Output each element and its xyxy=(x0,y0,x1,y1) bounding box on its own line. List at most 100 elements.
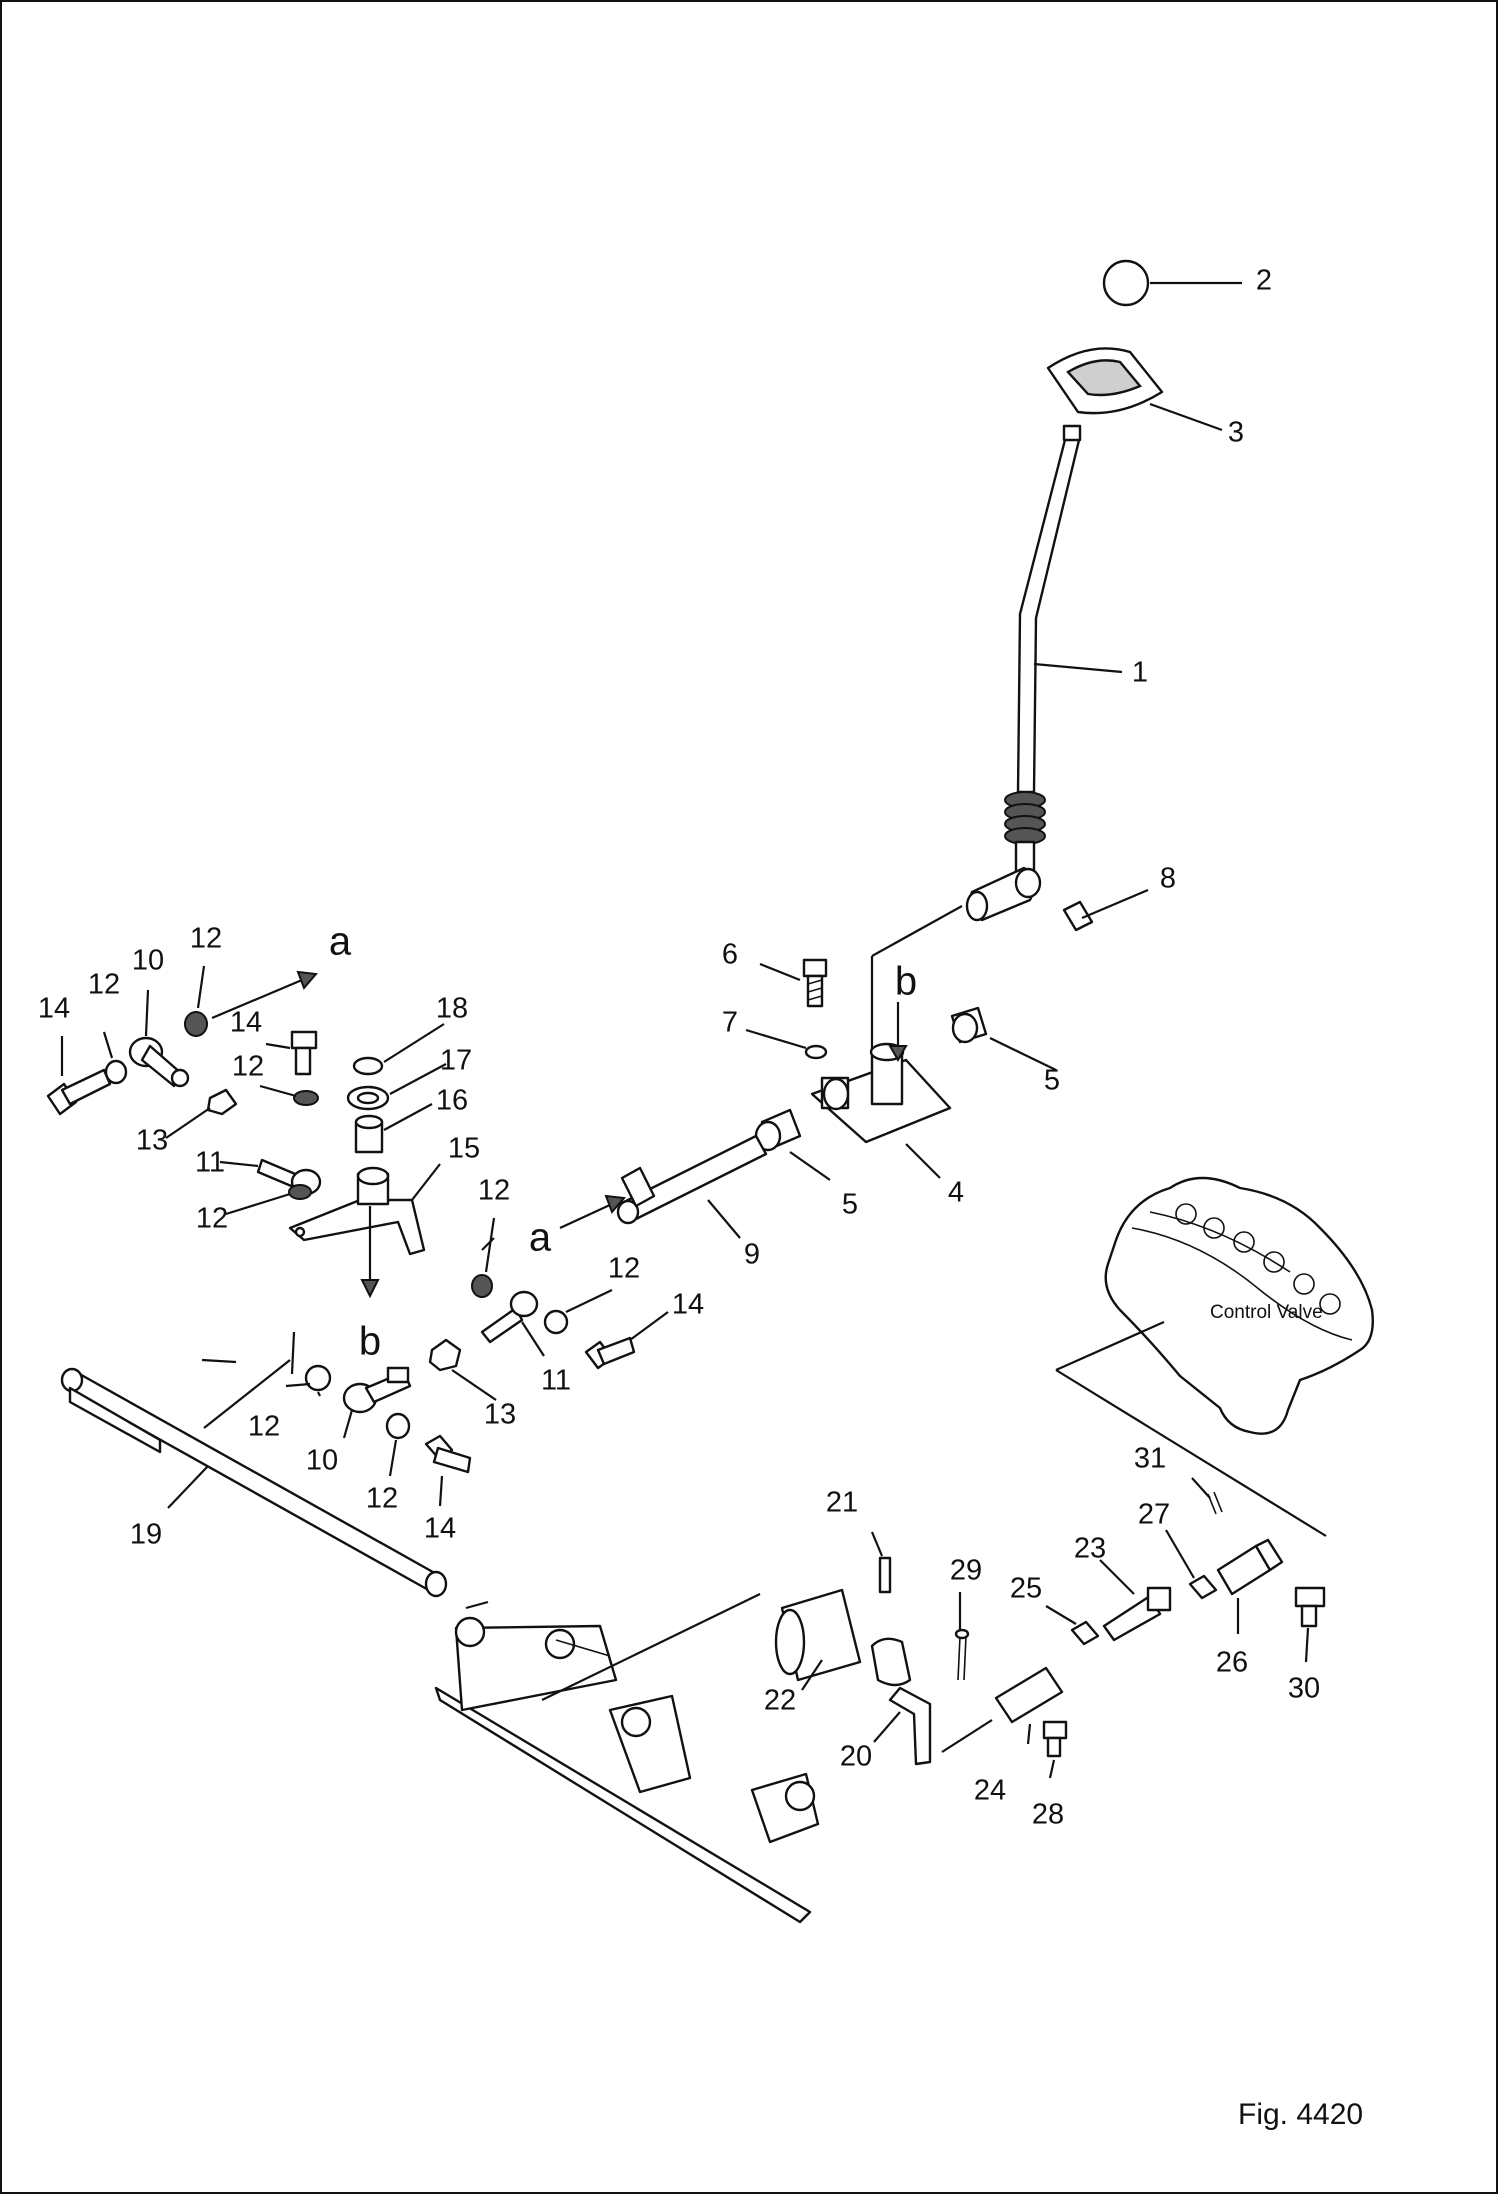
part-11-rod-end-right xyxy=(480,1290,539,1344)
part-28-bolt xyxy=(1042,1720,1068,1758)
callout-14-mid: 14 xyxy=(230,1007,262,1039)
callout-4: 4 xyxy=(948,1177,964,1209)
callout-23: 23 xyxy=(1074,1533,1106,1565)
part-7-washer xyxy=(804,1044,828,1060)
part-14-bolt-lower xyxy=(424,1434,472,1474)
callout-19: 19 xyxy=(130,1519,162,1551)
callout-13-right: 13 xyxy=(484,1399,516,1431)
part-16-bushing xyxy=(354,1114,384,1154)
callout-labels: 1 2 3 4 5 5 6 7 8 9 10 10 11 11 12 12 12… xyxy=(38,265,1320,1831)
mark-b-upper: b xyxy=(895,960,917,1004)
part-24-clevis xyxy=(994,1666,1064,1724)
callout-26: 26 xyxy=(1216,1647,1248,1679)
figure-caption: Fig. 4420 xyxy=(1238,2098,1363,2131)
mark-a-upper: a xyxy=(329,920,352,964)
callout-14-right: 14 xyxy=(672,1289,704,1321)
part-14-bolt-left xyxy=(46,1068,112,1116)
callout-22: 22 xyxy=(764,1685,796,1717)
control-valve: Control Valve xyxy=(1104,1176,1374,1435)
callout-12-15: 12 xyxy=(196,1203,228,1235)
base-plate xyxy=(434,1616,820,1924)
part-12-washer-lower-b xyxy=(385,1412,411,1440)
callout-20: 20 xyxy=(840,1741,872,1773)
part-10-rod-end-left xyxy=(128,1036,190,1088)
callout-5-lower: 5 xyxy=(842,1189,858,1221)
callout-12-lower-a: 12 xyxy=(248,1411,280,1443)
part-29-cotter-pin xyxy=(954,1628,970,1681)
callout-14-lower: 14 xyxy=(424,1513,456,1545)
callout-28: 28 xyxy=(1032,1799,1064,1831)
callout-16: 16 xyxy=(436,1085,468,1117)
part-22-sleeve xyxy=(774,1588,862,1682)
part-9-shaft xyxy=(616,1134,768,1225)
part-30-bolt xyxy=(1294,1586,1326,1628)
part-14-bolt-right xyxy=(584,1336,636,1370)
part-6-bolt xyxy=(802,958,828,1008)
part-4-bracket xyxy=(810,956,952,1144)
part-12-washer-top xyxy=(184,1011,208,1037)
part-8-pin xyxy=(1062,900,1094,932)
part-23-adjuster xyxy=(1102,1586,1172,1642)
callout-12-lower-b: 12 xyxy=(366,1483,398,1515)
callout-1: 1 xyxy=(1132,657,1148,689)
callout-11-right: 11 xyxy=(541,1365,571,1397)
part-2-cap xyxy=(1102,259,1150,307)
part-18-washer xyxy=(352,1056,384,1076)
callout-25: 25 xyxy=(1010,1573,1042,1605)
part-26-clevis xyxy=(1216,1538,1284,1596)
callout-18: 18 xyxy=(436,993,468,1025)
part-5-bushing-upper xyxy=(950,1006,988,1044)
part-15-bracket xyxy=(288,1166,426,1256)
callout-24: 24 xyxy=(974,1775,1006,1807)
callout-11-left: 11 xyxy=(195,1147,225,1179)
callout-3: 3 xyxy=(1228,417,1244,449)
callout-12-right: 12 xyxy=(478,1175,510,1207)
callout-13-left: 13 xyxy=(136,1125,168,1157)
part-13-nut-left xyxy=(206,1088,238,1116)
part-21-pin xyxy=(878,1556,892,1594)
part-27-nut xyxy=(1188,1574,1218,1600)
part-14-bolt-mid xyxy=(290,1030,318,1076)
callout-12-top: 12 xyxy=(190,923,222,955)
callout-15: 15 xyxy=(448,1133,480,1165)
part-3-knob xyxy=(1046,347,1164,415)
part-17-washer xyxy=(346,1085,390,1111)
mark-a-lower: a xyxy=(529,1216,552,1260)
callout-5-upper: 5 xyxy=(1044,1065,1060,1097)
callout-12-mid: 12 xyxy=(232,1051,264,1083)
leader-lines xyxy=(60,281,1327,1779)
part-20-lever-arm xyxy=(870,1637,932,1766)
part-12-washer-15 xyxy=(288,1184,312,1200)
callout-12-row: 12 xyxy=(608,1253,640,1285)
mark-b-lower: b xyxy=(359,1320,381,1364)
callout-2: 2 xyxy=(1256,265,1272,297)
callout-7: 7 xyxy=(722,1007,738,1039)
part-12-washer-mid xyxy=(293,1090,319,1106)
part-12-washer-right xyxy=(471,1274,493,1298)
part-12-washer-left xyxy=(104,1059,128,1085)
part-31-cotter-pin xyxy=(1207,1491,1223,1515)
callout-9: 9 xyxy=(744,1239,760,1271)
part-13-nut-right xyxy=(428,1338,462,1372)
part-25-nut xyxy=(1070,1620,1100,1646)
callout-27: 27 xyxy=(1138,1499,1170,1531)
callout-21: 21 xyxy=(826,1487,858,1519)
callout-29: 29 xyxy=(950,1555,982,1587)
callout-12-left: 12 xyxy=(88,969,120,1001)
callout-6: 6 xyxy=(722,939,738,971)
part-12-washer-lower-a xyxy=(304,1364,332,1392)
callout-31: 31 xyxy=(1134,1443,1166,1475)
part-19-rod xyxy=(60,1367,448,1598)
callout-10-lower: 10 xyxy=(306,1445,338,1477)
callout-10-upper: 10 xyxy=(132,945,164,977)
part-10-rod-end-lower xyxy=(342,1366,412,1414)
control-valve-label: Control Valve xyxy=(1210,1302,1323,1323)
part-5-bushing-lower xyxy=(754,1108,802,1152)
part-12-washer-row xyxy=(543,1309,569,1335)
callout-30: 30 xyxy=(1288,1673,1320,1705)
callout-14-left: 14 xyxy=(38,993,70,1025)
part-1-lever xyxy=(965,424,1082,922)
callout-8: 8 xyxy=(1160,863,1176,895)
